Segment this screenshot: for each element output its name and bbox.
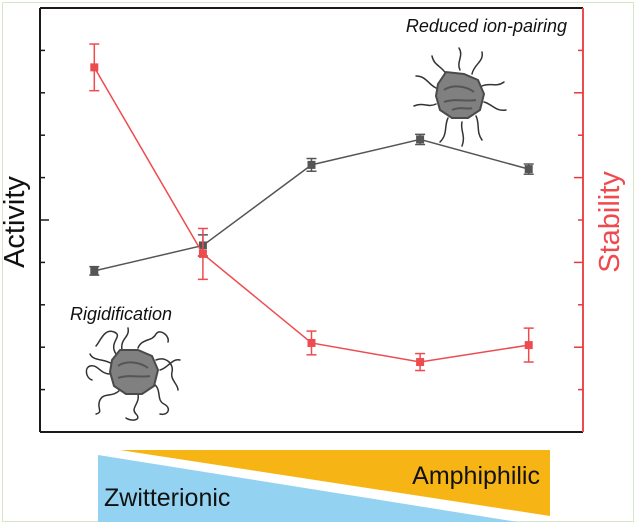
left-axis-ticks (40, 49, 49, 391)
data-point-right (90, 63, 99, 72)
data-point-right (416, 358, 425, 367)
left-axis-label: Activity (0, 176, 31, 268)
right-axis-label: Stability (594, 171, 626, 273)
annotation-rigidification: Rigidification (70, 304, 172, 324)
data-point-left (416, 135, 425, 144)
data-point-right (524, 341, 533, 350)
zwitterionic-label: Zwitterionic (104, 484, 230, 512)
reduced-ion-pairing-illustration (413, 47, 507, 147)
data-point-right (198, 249, 207, 258)
annotation-reduced-ion-pairing: Reduced ion-pairing (406, 16, 567, 36)
amphiphilic-label: Amphiphilic (412, 462, 540, 490)
right-axis-ticks (574, 49, 583, 391)
data-point-left (307, 160, 316, 169)
data-point-left (524, 165, 533, 174)
amphiphilic-wedge (120, 450, 550, 516)
rigidification-illustration (85, 327, 181, 421)
data-point-right (307, 338, 316, 347)
series-right (89, 43, 534, 372)
zwitterionic-wedge (98, 455, 518, 522)
series-left (89, 133, 534, 276)
series-layer (89, 43, 534, 372)
data-point-left (90, 266, 99, 275)
